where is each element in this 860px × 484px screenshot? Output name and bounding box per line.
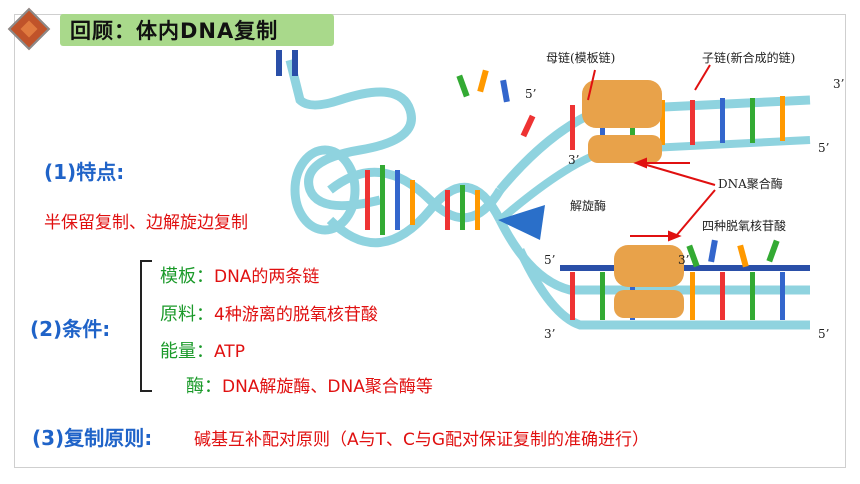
slide-frame — [14, 14, 846, 468]
principle-heading: (3)复制原则: — [32, 426, 153, 450]
polymerase-upper — [582, 80, 662, 128]
slide-header: 回顾：体内DNA复制 — [7, 7, 340, 51]
end-label: 5’ — [818, 141, 829, 155]
condition-value: DNA的两条链 — [214, 267, 320, 287]
condition-value: DNA解旋酶、DNA聚合酶等 — [222, 377, 433, 397]
direction-arrows — [587, 64, 716, 242]
principle-text: 碱基互补配对原则（A与T、C与G配对保证复制的准确进行） — [194, 430, 650, 450]
features-text: 半保留复制、边解旋边复制 — [44, 213, 248, 233]
conditions-heading: (2)条件: — [30, 317, 111, 341]
condition-label: 酶： — [186, 376, 222, 397]
dna-replication-diagram: 母链(模板链) 子链(新合成的链) DNA聚合酶 解旋酶 四种脱氧核苷酸 5’ … — [276, 50, 844, 341]
end-label: 3’ — [833, 77, 844, 91]
features-heading: (1)特点: — [44, 160, 125, 184]
condition-label: 原料： — [160, 304, 214, 325]
end-label: 5’ — [544, 253, 555, 267]
condition-template: 模板：DNA的两条链 — [160, 262, 319, 288]
end-label: 5’ — [818, 327, 829, 341]
condition-energy: 能量：ATP — [160, 337, 245, 363]
conditions-bracket — [140, 260, 152, 392]
parent-helix — [326, 165, 505, 248]
condition-value: 4种游离的脱氧核苷酸 — [214, 305, 378, 325]
condition-label: 模板： — [160, 266, 214, 287]
condition-value: ATP — [214, 342, 245, 362]
condition-enzyme: 酶：DNA解旋酶、DNA聚合酶等 — [186, 372, 433, 398]
label-polymerase: DNA聚合酶 — [718, 176, 783, 191]
end-label: 3’ — [678, 253, 689, 267]
condition-material: 原料：4种游离的脱氧核苷酸 — [160, 300, 378, 326]
end-label: 3’ — [568, 153, 579, 167]
title-box: 回顾：体内DNA复制 — [60, 14, 334, 46]
coil-end-mark — [292, 50, 298, 76]
condition-label: 能量： — [160, 341, 214, 362]
dna-coil — [285, 58, 416, 235]
helicase-icon — [498, 205, 545, 240]
polymerase-upper-b — [588, 135, 662, 163]
label-helicase: 解旋酶 — [570, 198, 606, 213]
label-nucleotides: 四种脱氧核苷酸 — [702, 218, 786, 233]
polymerase-lower — [614, 245, 684, 287]
end-label: 5’ — [525, 87, 536, 101]
label-template-strand: 母链(模板链) — [546, 50, 615, 65]
polymerase-lower-b — [614, 290, 684, 318]
label-daughter-strand: 子链(新合成的链) — [702, 50, 795, 65]
end-label: 3’ — [544, 327, 555, 341]
coil-end-mark — [276, 50, 282, 76]
free-nucleotides — [456, 69, 780, 268]
page-title: 回顾：体内DNA复制 — [70, 19, 279, 43]
lower-fork — [495, 217, 810, 330]
